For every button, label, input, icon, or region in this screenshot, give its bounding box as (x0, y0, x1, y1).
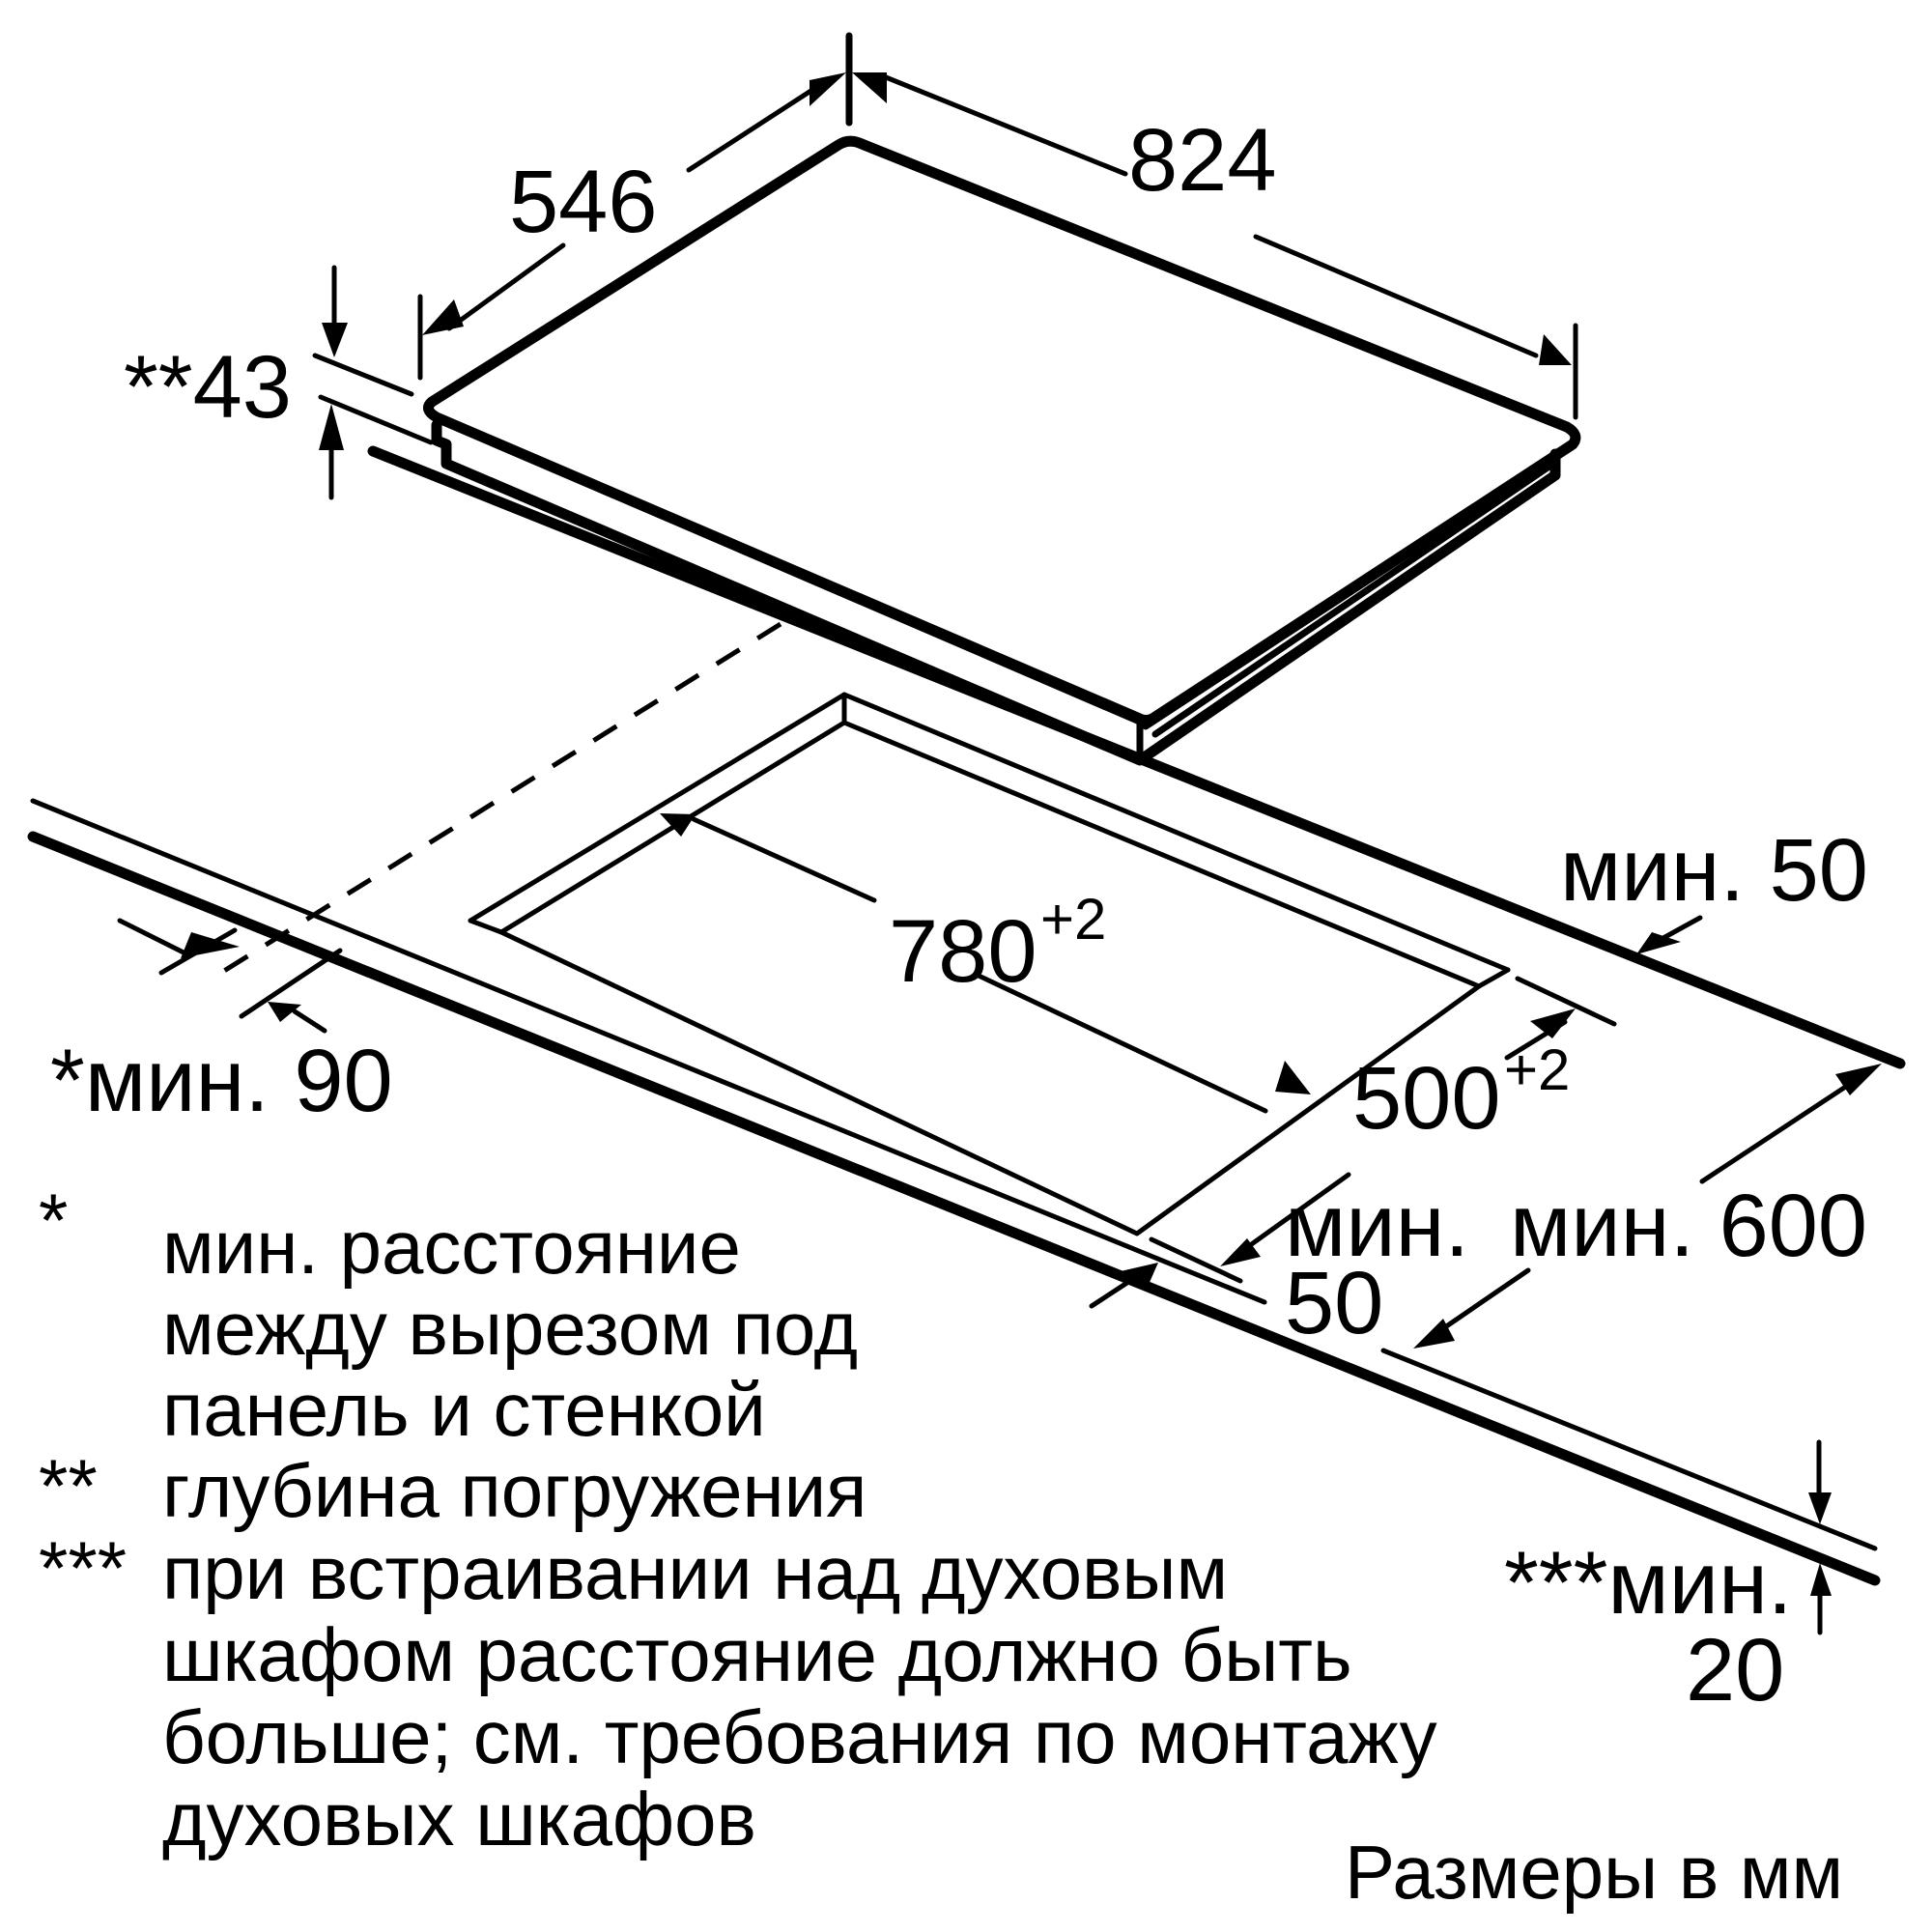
arrow-back50 (1636, 932, 1681, 954)
dimension-lines (117, 32, 1882, 1635)
hob-housing-side (1151, 460, 1557, 738)
arrow-546-top (810, 72, 846, 106)
label-20-min: мин. (1607, 1534, 1792, 1633)
arrow-780-right (1275, 1061, 1311, 1094)
note-3-line-4: духовых шкафов (162, 1776, 756, 1861)
note-1-line-2: между вырезом под (162, 1286, 858, 1371)
dim-500-ext-bottom (1149, 1236, 1243, 1284)
label-780-tolerance: +2 (1040, 887, 1106, 952)
label-500: 500 (1352, 1049, 1501, 1148)
label-824: 824 (1128, 111, 1277, 210)
label-wall-min-90: *мин. 90 (50, 1032, 393, 1130)
arrow-780-left (660, 813, 696, 837)
worktop-drawing (27, 445, 1906, 1586)
arrow-43-down (322, 323, 348, 357)
dim-600-lower (1436, 1267, 1531, 1334)
label-43-value: 43 (193, 338, 292, 437)
dim-824-lower (1253, 234, 1539, 358)
hidden-wall-line (214, 621, 782, 979)
cutout-drawing (468, 692, 1511, 1236)
dim-500-lower (1243, 1172, 1351, 1251)
label-min-20-line1: ***мин. (1504, 1534, 1792, 1633)
dim-front50-leader (1089, 1270, 1145, 1309)
label-780: 780 (889, 902, 1037, 1001)
arrow-500-top (1530, 1009, 1576, 1038)
label-90-prefix: * (50, 1032, 85, 1130)
dim-824-upper (883, 74, 1128, 177)
dimension-labels: 546 824 **43 780 +2 500 +2 мин. 50 *мин.… (50, 111, 1868, 1719)
footnotes: * мин. расстояние между вырезом под пане… (39, 1178, 1843, 1915)
label-43-prefix: ** (124, 338, 193, 437)
label-546: 546 (509, 153, 658, 251)
note-1-marker: * (39, 1178, 68, 1263)
note-1-line-1: мин. расстояние (162, 1205, 741, 1290)
worktop-front-thick-edge (27, 831, 1881, 1586)
note-2-line-1: глубина погружения (162, 1448, 867, 1533)
arrow-20-down (1808, 1492, 1832, 1524)
dim-546-lower (446, 242, 566, 331)
label-90-value: мин. 90 (85, 1032, 393, 1130)
note-1-line-3: панель и стенкой (162, 1367, 766, 1452)
hob-drawing (423, 135, 1581, 766)
dim-500-ext-right (1515, 976, 1617, 1027)
units-note: Размеры в мм (1345, 1830, 1843, 1915)
cutout-left-edge (468, 918, 504, 935)
label-back-min-50: мин. 50 (1560, 821, 1868, 920)
arrow-824-bottom (1539, 334, 1572, 365)
note-3-line-1: при встраивании над духовым (162, 1530, 1228, 1615)
worktop-right-thin-edge (1380, 1348, 1878, 1551)
dim-90-right-leader (292, 1009, 327, 1034)
hob-housing (431, 419, 1561, 766)
label-20-prefix: *** (1504, 1534, 1607, 1633)
label-500-tolerance: +2 (1504, 1037, 1570, 1102)
arrow-500-bottom (1220, 1238, 1261, 1266)
label-min-600: мин. 600 (1510, 1177, 1867, 1275)
dim-780-upper (691, 816, 877, 903)
dim-back50-leader (1659, 915, 1703, 942)
hob-top-surface (423, 135, 1581, 726)
note-2-marker: ** (39, 1443, 98, 1528)
arrow-600-top (1835, 1064, 1882, 1095)
worktop-back-edge (367, 445, 1906, 1069)
note-3-line-2: шкафом расстояние должно быть (162, 1612, 1352, 1697)
cutout-right-edge (1476, 967, 1511, 989)
arrow-600-bottom (1413, 1319, 1455, 1349)
note-3-marker: *** (39, 1525, 127, 1610)
note-3-line-3: больше; см. требования по монтажу (162, 1694, 1437, 1779)
label-min-20-line2: 20 (1686, 1621, 1784, 1719)
label-front-min: мин. (1285, 1177, 1469, 1275)
dim-90-left-leader (117, 918, 186, 955)
dim-546-upper (686, 76, 832, 173)
worktop-front-top-edge (30, 798, 1267, 1305)
label-front-50: 50 (1285, 1254, 1383, 1352)
label-43: **43 (124, 338, 292, 437)
dim-780-lower (976, 973, 1268, 1114)
arrow-824-top (852, 72, 887, 103)
dim-90-ext-right (239, 948, 343, 1019)
arrow-front50 (1121, 1263, 1158, 1287)
arrow-546-bottom (422, 299, 464, 335)
arrow-90-left (268, 1002, 301, 1022)
dim-43-ext-upper (312, 353, 414, 397)
dim-43-ext-lower (318, 394, 434, 445)
dim-600-upper (1699, 1083, 1850, 1184)
dim-90-ext-left (158, 927, 238, 976)
arrow-43-up (319, 404, 344, 450)
arrow-20-up (1810, 1563, 1832, 1596)
